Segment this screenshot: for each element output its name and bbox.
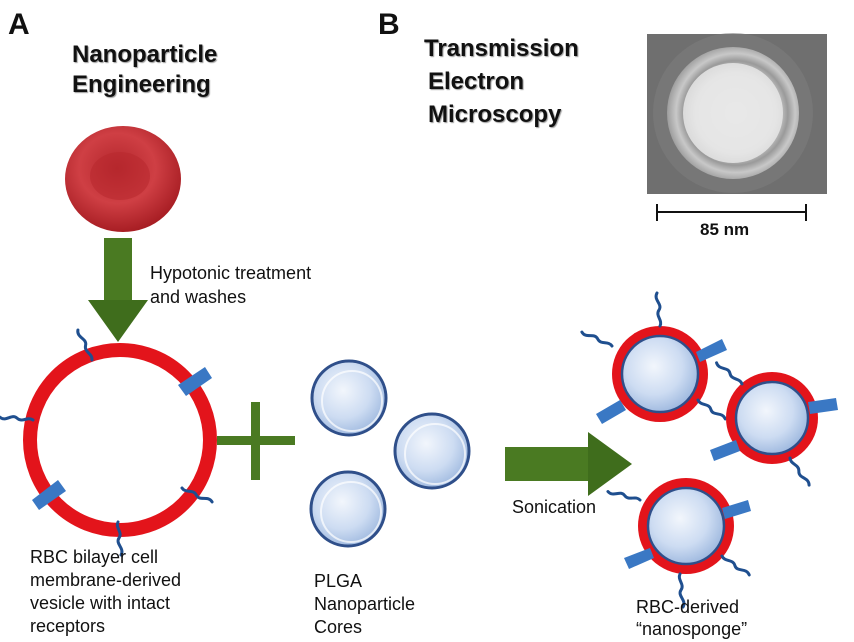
nanosponge — [710, 358, 838, 489]
product-label-line2: “nanosponge” — [636, 619, 748, 639]
plga-core — [393, 412, 471, 490]
panel-b-heading-line2: Electron — [428, 68, 525, 95]
cores-label-line2: Nanoparticle — [314, 594, 416, 614]
panel-b-heading-line1: Transmission — [424, 35, 579, 62]
panel-a-heading-line1: Nanoparticle — [72, 41, 218, 68]
nanosponge — [579, 291, 728, 424]
panel-a-heading-line2: Engineering — [72, 71, 211, 98]
vesicle-label-line3: vesicle with intact — [30, 593, 171, 613]
down-arrow-icon — [88, 238, 148, 342]
vesicle-label-line1: RBC bilayer cell — [30, 547, 159, 567]
scale-bar — [656, 204, 807, 221]
scale-bar-label: 85 nm — [700, 220, 750, 239]
vesicle-label-line2: membrane-derived — [30, 570, 182, 590]
tem-micrograph — [647, 33, 827, 194]
product-label-line1: RBC-derived — [636, 597, 740, 617]
step-label-line1: Hypotonic treatment — [150, 263, 312, 283]
plga-core — [309, 470, 387, 548]
vesicle-label-line4: receptors — [30, 616, 106, 636]
cores-label-line3: Cores — [314, 617, 363, 637]
plus-icon — [217, 402, 295, 480]
nanosponge — [606, 478, 752, 609]
panel-b-heading-line3: Microscopy — [428, 101, 562, 128]
step-label-line2: and washes — [150, 287, 247, 307]
plga-core — [310, 359, 388, 437]
right-arrow-icon — [505, 432, 632, 496]
membrane-vesicle — [0, 327, 217, 557]
panel-a-letter: A — [8, 8, 30, 41]
sonication-label: Sonication — [512, 497, 597, 517]
panel-b-letter: B — [378, 8, 400, 41]
red-blood-cell — [65, 126, 181, 232]
cores-label-line1: PLGA — [314, 571, 363, 591]
